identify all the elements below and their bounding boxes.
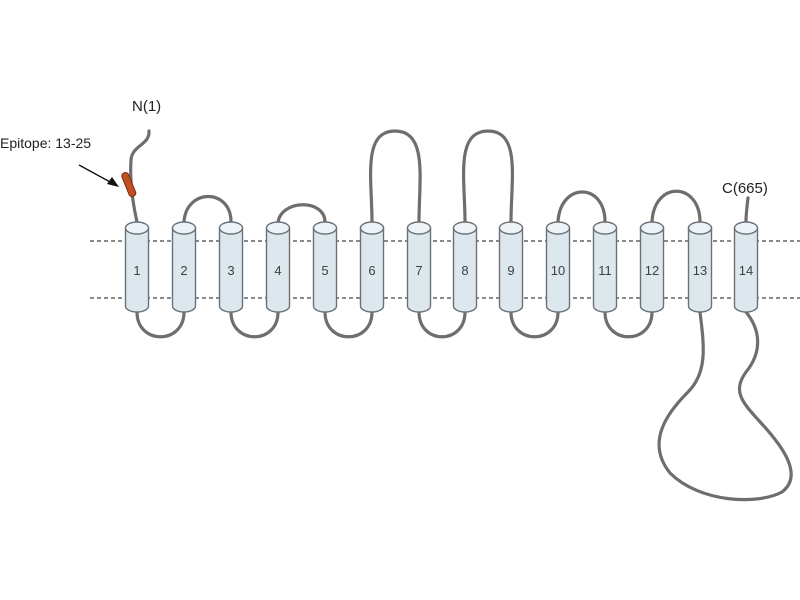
c-terminal-tail <box>744 196 750 224</box>
loop-segment <box>657 310 793 502</box>
helix-body <box>218 227 244 313</box>
helix-8: 8 <box>452 221 478 313</box>
loop-segment <box>135 310 186 339</box>
n-terminus-label: N(1) <box>132 98 161 115</box>
helix-label: 10 <box>551 263 565 278</box>
loop-segment <box>417 310 467 339</box>
epitope-arrow <box>78 164 113 184</box>
epitope-label: Epitope: 13-25 <box>0 135 91 151</box>
helix-7: 7 <box>406 221 432 313</box>
loop-segment <box>182 195 233 224</box>
loop-segment <box>462 129 514 224</box>
n-terminal-tail <box>129 129 151 224</box>
helix-6: 6 <box>359 221 385 313</box>
helix-cap <box>592 221 618 235</box>
helix-cap <box>498 221 524 235</box>
helix-11: 11 <box>592 221 618 313</box>
helix-cap <box>312 221 338 235</box>
helix-cap <box>452 221 478 235</box>
helix-body <box>265 227 291 313</box>
helix-label: 5 <box>321 263 328 278</box>
helix-label: 7 <box>415 263 422 278</box>
helix-cap <box>687 221 713 235</box>
helix-body <box>592 227 618 313</box>
helix-body <box>171 227 197 313</box>
helix-label: 11 <box>598 263 612 278</box>
helix-12: 12 <box>639 221 665 313</box>
helix-cap <box>545 221 571 235</box>
helix-10: 10 <box>545 221 571 313</box>
helix-14: 14 <box>733 221 759 313</box>
c-terminus-label: C(665) <box>722 180 768 197</box>
helix-body <box>498 227 524 313</box>
loop-segment <box>229 310 280 339</box>
helix-cap <box>171 221 197 235</box>
helix-cap <box>639 221 665 235</box>
helix-13: 13 <box>687 221 713 313</box>
helix-4: 4 <box>265 221 291 313</box>
helix-body <box>545 227 571 313</box>
helix-label: 3 <box>227 263 234 278</box>
loop-segment <box>276 203 327 224</box>
epitope-arrow-head <box>107 177 119 187</box>
loop-segment <box>556 190 607 224</box>
helix-cap <box>265 221 291 235</box>
helix-body <box>124 227 150 313</box>
helix-body <box>406 227 432 313</box>
helix-label: 8 <box>461 263 468 278</box>
helix-label: 14 <box>739 263 753 278</box>
loop-segment <box>603 310 654 339</box>
helix-cap <box>733 221 759 235</box>
helix-body <box>687 227 713 313</box>
helix-body <box>359 227 385 313</box>
helix-cap <box>359 221 385 235</box>
helix-label: 13 <box>693 263 707 278</box>
loop-segment <box>323 310 374 339</box>
helix-5: 5 <box>312 221 338 313</box>
helix-9: 9 <box>498 221 524 313</box>
helix-3: 3 <box>218 221 244 313</box>
helix-body <box>452 227 478 313</box>
helix-cap <box>406 221 432 235</box>
loop-segment <box>369 129 422 224</box>
loop-segment <box>650 189 702 224</box>
helix-cap <box>124 221 150 235</box>
epitope-region <box>121 172 137 198</box>
helix-label: 2 <box>180 263 187 278</box>
helix-label: 6 <box>368 263 375 278</box>
helix-label: 9 <box>507 263 514 278</box>
connecting-loops <box>129 129 793 502</box>
helix-body <box>733 227 759 313</box>
helix-body <box>312 227 338 313</box>
helix-body <box>639 227 665 313</box>
helix-1: 1 <box>124 221 150 313</box>
helix-label: 1 <box>133 263 140 278</box>
helix-label: 4 <box>274 263 281 278</box>
helix-2: 2 <box>171 221 197 313</box>
helix-cap <box>218 221 244 235</box>
helix-label: 12 <box>645 263 659 278</box>
loop-segment <box>509 310 560 339</box>
